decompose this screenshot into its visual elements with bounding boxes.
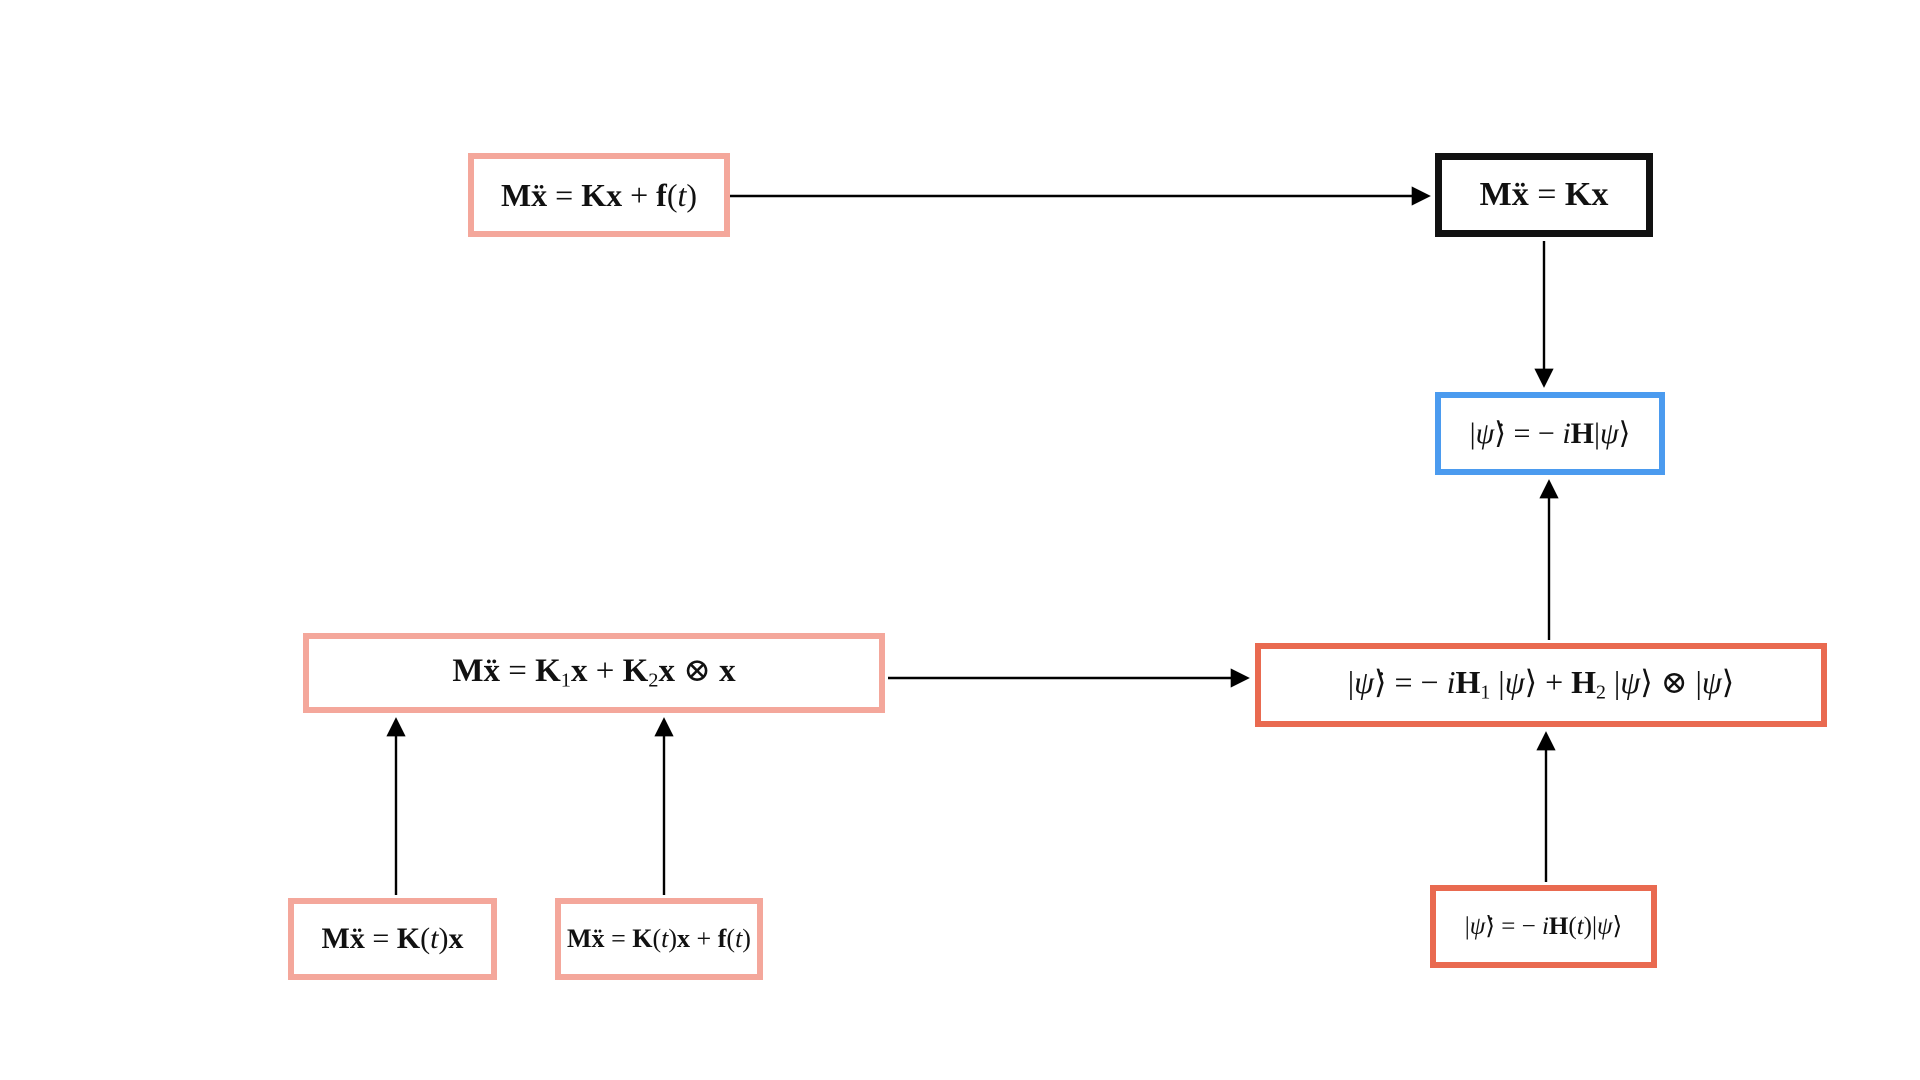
equation-classical-parametric-forced: Mẍ = K(t)x + f(t) bbox=[567, 924, 751, 953]
equation-schrodinger-nonlinear: |ψ̇⟩ = − iH1 |ψ⟩ + H2 |ψ⟩ ⊗ |ψ⟩ bbox=[1347, 664, 1735, 704]
equation-classical-parametric: Mẍ = K(t)x bbox=[321, 922, 464, 955]
box-classical-nonlinear: Mẍ = K1x + K2x ⊗ x bbox=[303, 633, 885, 713]
equation-classical-linear: Mẍ = Kx bbox=[1479, 176, 1609, 213]
equation-classical-linear-forced: Mẍ = Kx + f(t) bbox=[500, 177, 698, 213]
box-schrodinger-time-dependent: |ψ̇⟩ = − iH(t)|ψ⟩ bbox=[1430, 885, 1657, 968]
box-classical-linear: Mẍ = Kx bbox=[1435, 153, 1653, 237]
equation-schrodinger-time-dependent: |ψ̇⟩ = − iH(t)|ψ⟩ bbox=[1464, 913, 1623, 940]
box-classical-parametric-forced: Mẍ = K(t)x + f(t) bbox=[555, 898, 763, 980]
box-schrodinger-nonlinear: |ψ̇⟩ = − iH1 |ψ⟩ + H2 |ψ⟩ ⊗ |ψ⟩ bbox=[1255, 643, 1827, 727]
box-schrodinger-linear: |ψ̇⟩ = − iH|ψ⟩ bbox=[1435, 392, 1665, 475]
box-classical-parametric: Mẍ = K(t)x bbox=[288, 898, 497, 980]
box-classical-linear-forced: Mẍ = Kx + f(t) bbox=[468, 153, 730, 237]
equation-schrodinger-linear: |ψ̇⟩ = − iH|ψ⟩ bbox=[1469, 416, 1631, 450]
equation-classical-nonlinear: Mẍ = K1x + K2x ⊗ x bbox=[452, 652, 736, 692]
